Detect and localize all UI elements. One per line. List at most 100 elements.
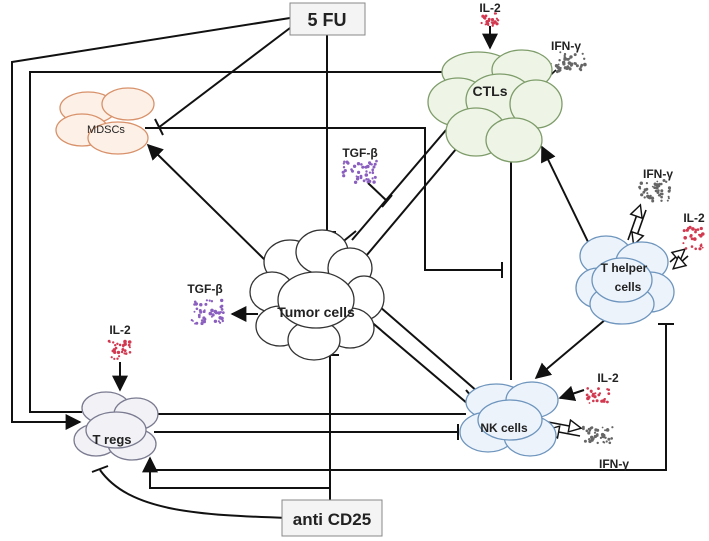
il2-label-nk: IL-2 [597,371,619,385]
tgf-label-left: TGF-β [187,282,222,296]
cytokine-dot [360,163,363,166]
edge-tgf-inhibits-ctls [367,182,388,202]
cytokine-dot [486,22,490,26]
cytokine-dot [556,65,560,69]
cytokine-dot [122,345,125,348]
cytokine-dot [496,19,500,22]
cytokine-dot [638,185,641,189]
cytokine-dot [221,319,224,323]
cytokine-dot [685,228,689,232]
cytokine-dot [371,169,374,172]
cytokine-dot [113,357,116,360]
cytokine-dot [345,160,349,164]
cytokine-dot [366,180,370,184]
cytokine-dot [683,236,687,240]
mdscs-label: MDSCs [87,124,125,136]
tumor-cell [277,271,355,329]
ctls-cell [485,117,543,163]
il2-cloud-thelper [682,225,705,251]
tgf-label-top: TGF-β [342,146,377,160]
cytokine-dot [355,175,358,178]
cytokine-dot [193,300,197,304]
edge-ctls-inhibits-tumor-1 [351,129,447,241]
cytokine-dot [667,189,671,193]
edge-tumor-to-mdscs [146,143,271,266]
cytokine-dot [353,180,358,184]
cytokine-dot [558,68,561,71]
cytokine-dot [585,393,589,397]
cytokine-dot [654,189,658,193]
cytokine-dot [118,355,121,358]
cytokine-dot [588,438,591,440]
cytokine-dot [643,196,646,199]
cytokine-dot [587,427,591,431]
il2-cloud-nk [585,387,611,404]
cytokine-dot [690,237,694,241]
cytokine-dot [203,310,206,313]
cytokine-dot [583,439,587,443]
cytokine-dot [352,164,357,168]
cytokine-dot [484,23,487,26]
cytokine-dot [591,437,595,440]
cytokine-dot [587,431,591,435]
ifn-cloud-nk [582,425,614,445]
five-fu-box-rect [289,2,366,36]
cytokine-dot [569,55,573,59]
cytokine-dot [692,228,694,231]
cytokine-dot [220,298,224,303]
cytokine-dot [682,242,685,245]
edge-tregs-inhibits-ctls [29,71,446,413]
cytokine-dot [220,308,224,311]
cytokine-dot [371,177,374,180]
cytokine-dot [653,182,657,186]
cytokine-labels: IL-2 IFN-γ TGF-β IFN-γ IL-2 TGF-β IL-2 I… [109,1,705,471]
cytokine-dot [699,244,703,248]
cytokine-dot [128,346,131,349]
cytokine-dot [372,180,376,184]
cytokine-dot [213,319,218,323]
ifn-cloud-thelper [638,179,672,203]
edge-ctls-inhibits-tumor-2 [365,141,463,257]
cytokine-dot [667,195,670,198]
cytokine-dot [110,356,113,359]
cytokine-dot [559,51,562,54]
cytokine-dot [589,426,593,430]
tumor-label: Tumor cells [277,304,355,320]
il2-cloud-tregs [107,339,132,360]
cytokine-dot [361,165,365,169]
cytokine-dot [600,399,604,403]
cytokine-dot [375,159,378,163]
cytokine-dot [583,62,587,67]
cytokine-dot [370,163,373,166]
cytokine-dot [484,14,488,18]
cytokine-dot [218,316,222,320]
cytokine-dot [611,426,614,429]
cytokine-dot [601,435,604,439]
thelper-cell [591,257,653,303]
il2-label-ctls: IL-2 [479,1,501,15]
cytokine-dot [600,432,605,437]
cytokine-dot [198,315,201,318]
cytokine-dot [583,57,586,60]
cytokine-dot [213,309,218,314]
cytokine-dot [666,199,669,202]
cytokine-dot [128,351,132,354]
cytokine-dot [582,425,585,429]
cytokine-dot [343,160,346,163]
cytokine-dot [684,247,688,250]
cytokine-dot [193,310,196,313]
cytokine-dot [650,196,655,200]
cytokine-dot-clouds [107,12,705,445]
cytokine-dot [581,52,584,55]
thelper-label-line2: cells [615,280,642,294]
cytokine-dot [573,53,577,57]
nk-label: NK cells [480,421,528,435]
cytokine-dot [596,441,599,445]
cytokine-dot [112,348,117,352]
cytokine-dot [688,227,691,230]
cytokine-dot [210,300,214,303]
cytokine-dot [495,17,498,20]
cytokine-dot [660,189,664,193]
cytokine-dot [124,352,128,355]
cytokine-dot [607,437,611,441]
